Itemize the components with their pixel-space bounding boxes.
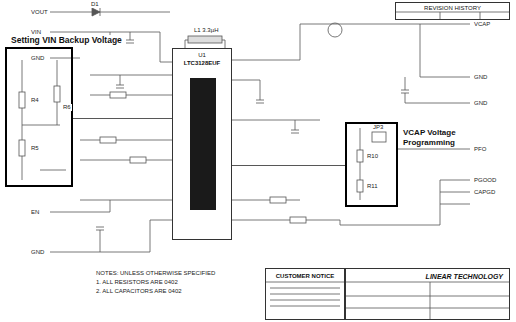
net-label: R6 — [62, 104, 72, 111]
net-label: PFO — [473, 146, 487, 153]
net-label: R11 — [366, 183, 379, 190]
note-text: 1. ALL RESISTORS ARE 0402 — [95, 279, 179, 286]
net-label: R5 — [30, 145, 40, 152]
note-text: 2. ALL CAPACITORS ARE 0402 — [95, 288, 183, 295]
node-text: CUSTOMER NOTICE — [266, 272, 344, 280]
node-text: LTC3128EUF — [173, 59, 231, 67]
net-label: JP3 — [372, 124, 384, 131]
node-text: Setting VIN Backup Voltage — [10, 35, 123, 45]
net-label: GND — [30, 55, 45, 62]
node-text: U1 — [173, 51, 231, 59]
net-label: D1 — [90, 1, 100, 8]
ic-chip: U1LTC3128EUF — [172, 48, 232, 240]
net-label: GND — [473, 100, 488, 107]
net-label: L1 3.3µH — [193, 27, 219, 34]
net-label: GND — [473, 74, 488, 81]
net-label: PGOOD — [473, 177, 497, 184]
node-text: REVISION HISTORY — [396, 4, 509, 12]
note-text: NOTES: UNLESS OTHERWISE SPECIFIED — [95, 270, 216, 277]
exposed-pad — [190, 78, 216, 210]
net-label: R10 — [366, 153, 379, 160]
wire-connector — [232, 165, 345, 166]
net-label: CAPGD — [473, 189, 496, 196]
revision-block: REVISION HISTORY — [395, 2, 510, 20]
net-label: EN — [30, 209, 40, 216]
node-text: LINEAR TECHNOLOGY — [346, 272, 503, 281]
notice-block: CUSTOMER NOTICE — [265, 268, 345, 320]
title-block: LINEAR TECHNOLOGY — [345, 268, 510, 320]
net-label: VCAP — [473, 21, 491, 28]
wire-connector — [73, 118, 172, 119]
node-text: VCAP Voltage Programming — [403, 128, 461, 148]
net-label: VIN — [30, 29, 42, 36]
net-label: VOUT — [30, 9, 49, 16]
net-label: GND — [30, 249, 45, 256]
net-label: R4 — [30, 97, 40, 104]
annotation-box: VCAP Voltage Programming — [345, 122, 398, 207]
annotation-box: Setting VIN Backup Voltage — [5, 47, 73, 187]
